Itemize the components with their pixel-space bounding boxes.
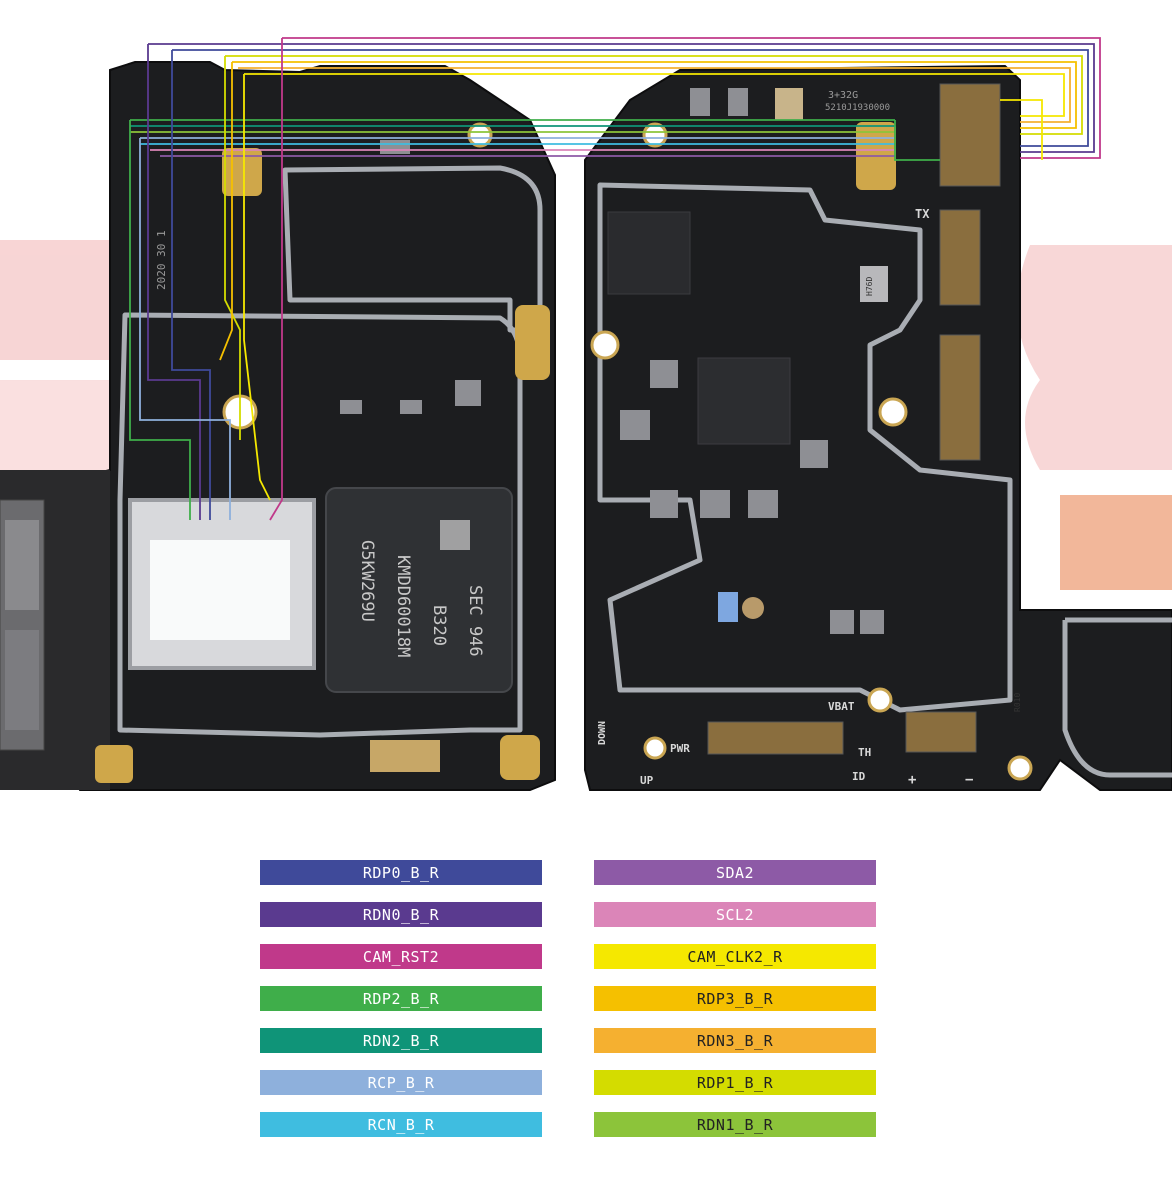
- legend-label: CAM_CLK2_R: [687, 947, 783, 966]
- legend-item: CAM_CLK2_R: [594, 944, 876, 969]
- resistor-marking: R010: [1013, 693, 1022, 712]
- legend-item: RDP2_B_R: [260, 986, 542, 1011]
- legend-item: RDN1_B_R: [594, 1112, 876, 1137]
- ufs-chip-markings: SEC 946 B320 KMDD60018M G5KW269U: [357, 540, 485, 657]
- oscillator-marking: H76D: [865, 277, 874, 296]
- mem-marking: 3+32G: [828, 90, 858, 101]
- label-id: ID: [852, 770, 866, 783]
- legend-label: RCN_B_R: [367, 1115, 435, 1134]
- legend-item: RDN3_B_R: [594, 1028, 876, 1053]
- label-pwr: PWR: [670, 742, 690, 755]
- label-th: TH: [858, 746, 871, 759]
- legend-label: RDP3_B_R: [696, 989, 774, 1008]
- legend-item: SCL2: [594, 902, 876, 927]
- legend-item: SDA2: [594, 860, 876, 885]
- connectors: [707, 83, 1001, 755]
- chip-line-3: KMDD60018M: [393, 555, 413, 657]
- left-date-code: 2020 30 1: [155, 230, 168, 290]
- legend-item: CAM_RST2: [260, 944, 542, 969]
- pmic-chip: [607, 211, 691, 295]
- label-tx: TX: [915, 207, 930, 221]
- ufs-chip: [325, 487, 513, 693]
- chip-line-2: B320: [429, 605, 449, 646]
- legend-label: RDP1_B_R: [696, 1073, 774, 1092]
- label-plus: +: [908, 772, 916, 788]
- label-vbat: VBAT: [828, 700, 855, 713]
- gold-pads: [95, 122, 1172, 783]
- pcb-board-diagram: 2020 30 1 3+32G 5210J1930000 TX VBAT PWR…: [0, 37, 1172, 791]
- label-down: DOWN: [597, 721, 608, 745]
- legend-label: RCP_B_R: [367, 1073, 435, 1092]
- silkscreen-labels: 2020 30 1 3+32G 5210J1930000 TX VBAT PWR…: [155, 90, 1022, 788]
- legend-label: SCL2: [715, 905, 755, 924]
- soc-chip: [697, 357, 791, 445]
- legend-item: RDN2_B_R: [260, 1028, 542, 1053]
- legend-label: RDN2_B_R: [362, 1031, 440, 1050]
- chip-line-4: G5KW269U: [357, 540, 377, 622]
- watermark-logo: [0, 240, 1172, 470]
- legend-item: RDP3_B_R: [594, 986, 876, 1011]
- legend-item: RCP_B_R: [260, 1070, 542, 1095]
- signal-traces: [129, 37, 1101, 521]
- legend-item: RDN0_B_R: [260, 902, 542, 927]
- legend-label: RDP0_B_R: [362, 863, 440, 882]
- chip-line-1: SEC 946: [465, 585, 485, 657]
- legend-label: SDA2: [715, 863, 755, 882]
- legend-item: RCN_B_R: [260, 1112, 542, 1137]
- legend-label: RDN3_B_R: [696, 1031, 774, 1050]
- label-up: UP: [640, 774, 654, 787]
- smd-components: [340, 88, 888, 772]
- legend-label: RDP2_B_R: [362, 989, 440, 1008]
- legend-label: CAM_RST2: [362, 947, 440, 966]
- batch-code: 5210J1930000: [825, 103, 890, 113]
- label-minus: −: [965, 772, 973, 788]
- bga-footprint: [128, 498, 316, 670]
- legend-item: RDP1_B_R: [594, 1070, 876, 1095]
- mounting-holes: [222, 122, 1033, 781]
- legend-item: RDP0_B_R: [260, 860, 542, 885]
- legend-label: RDN1_B_R: [696, 1115, 774, 1134]
- legend-label: RDN0_B_R: [362, 905, 440, 924]
